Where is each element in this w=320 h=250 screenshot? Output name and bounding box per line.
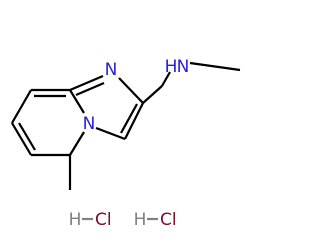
atom-n-imine: N bbox=[105, 60, 118, 80]
hcl-salt-2: H Cl bbox=[134, 210, 177, 230]
bond-c8a-n1 bbox=[69, 74, 104, 92]
bond-n-methyl bbox=[189, 61, 241, 72]
bond-c2-c3 bbox=[124, 102, 144, 140]
bond-ch2-n bbox=[161, 71, 171, 87]
bond-c7-c6-inner bbox=[18, 122, 36, 151]
hcl-salt-1: H Cl bbox=[69, 210, 112, 230]
chemical-structure-diagram: N N H N H Cl H Cl bbox=[11, 57, 241, 230]
bond-c7-c6 bbox=[11, 122, 32, 156]
bond-c8a-n1-inner bbox=[75, 81, 105, 97]
bonds bbox=[11, 61, 241, 190]
salt-2-chlorine: Cl bbox=[160, 210, 177, 230]
salt-2-hydrogen: H bbox=[134, 210, 147, 230]
bond-c5-n4 bbox=[69, 131, 85, 156]
bond-c2-c3-inner bbox=[120, 103, 138, 134]
bond-n4-c8a bbox=[69, 89, 85, 114]
bond-c2-ch2 bbox=[142, 85, 163, 104]
atom-n-bridge: N bbox=[83, 114, 96, 134]
bond-c8-c7 bbox=[11, 89, 32, 124]
atom-labels: N N H N bbox=[83, 57, 190, 134]
salt-1-chlorine: Cl bbox=[95, 210, 112, 230]
bond-c3-n4 bbox=[95, 126, 126, 141]
atom-n-amine: N bbox=[177, 57, 190, 77]
atom-h-amine: H bbox=[165, 57, 178, 77]
bond-n1-c2 bbox=[118, 77, 144, 104]
salt-1-hydrogen: H bbox=[69, 210, 82, 230]
